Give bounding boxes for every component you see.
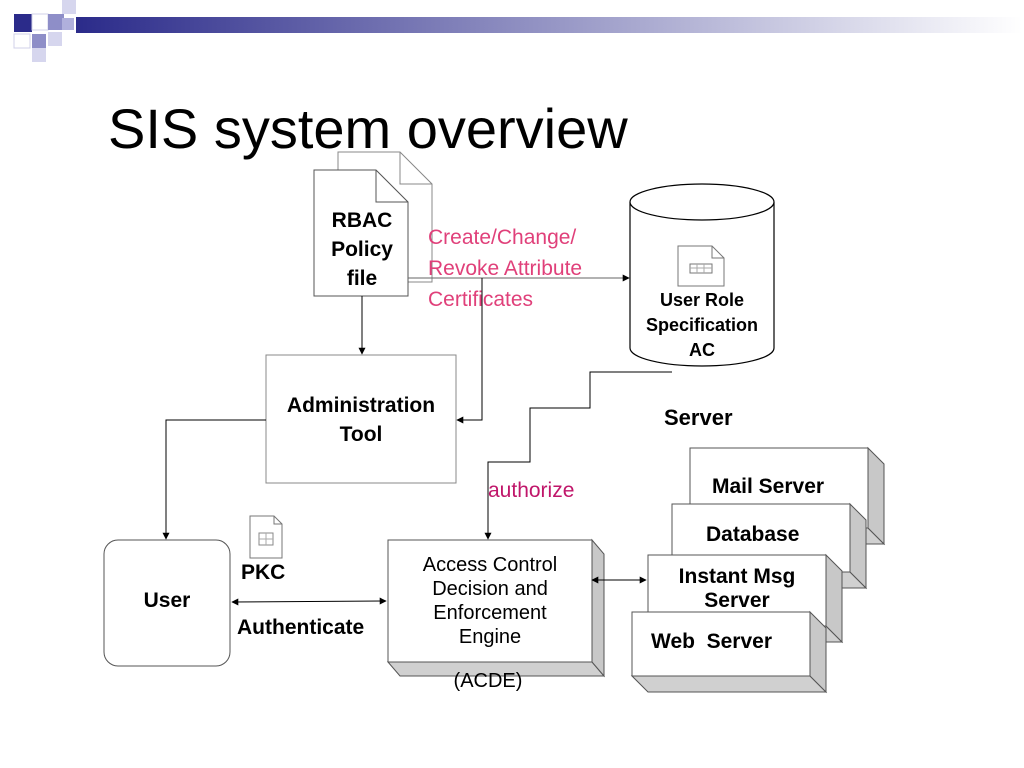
pattern-squares-icon xyxy=(13,0,1022,62)
acde-abbrev-label: (ACDE) xyxy=(453,670,523,692)
page-title: SIS system overview xyxy=(108,97,628,160)
instant-msg-server-label: Instant Msg Server xyxy=(678,565,796,612)
header-bar xyxy=(76,17,1022,33)
user-role-ac-label: User Role Specification AC xyxy=(645,290,759,360)
certificate-icon xyxy=(677,245,725,287)
authenticate-label: Authenticate xyxy=(237,616,365,639)
edge-admin-user xyxy=(162,419,266,540)
acde-box xyxy=(386,538,606,678)
user-box xyxy=(103,539,231,667)
authorize-label: authorize xyxy=(488,479,575,502)
admin-tool-box xyxy=(265,354,457,484)
acde-label: Access Control Decision and Enforcement … xyxy=(422,554,558,648)
edge-authenticate xyxy=(231,597,387,606)
connectors xyxy=(162,274,672,606)
policy-file-label: RBAC Policy file xyxy=(331,209,393,290)
server-group-label: Server xyxy=(664,405,733,430)
web-server-box xyxy=(630,610,828,694)
create-change-label: Create/Change/ Revoke Attribute Certific… xyxy=(428,226,583,311)
user-label: User xyxy=(143,589,191,612)
mail-server-label: Mail Server xyxy=(712,475,825,498)
edge-authorize xyxy=(484,371,672,540)
pkc-label: PKC xyxy=(241,561,286,584)
web-server-label: Web Server xyxy=(651,630,773,653)
edge-create-change xyxy=(456,278,483,424)
policy-file-shape xyxy=(313,151,433,297)
document-icon xyxy=(249,515,283,559)
admin-tool-label: Administration Tool xyxy=(286,394,436,446)
database-server-label: Database xyxy=(706,523,800,546)
